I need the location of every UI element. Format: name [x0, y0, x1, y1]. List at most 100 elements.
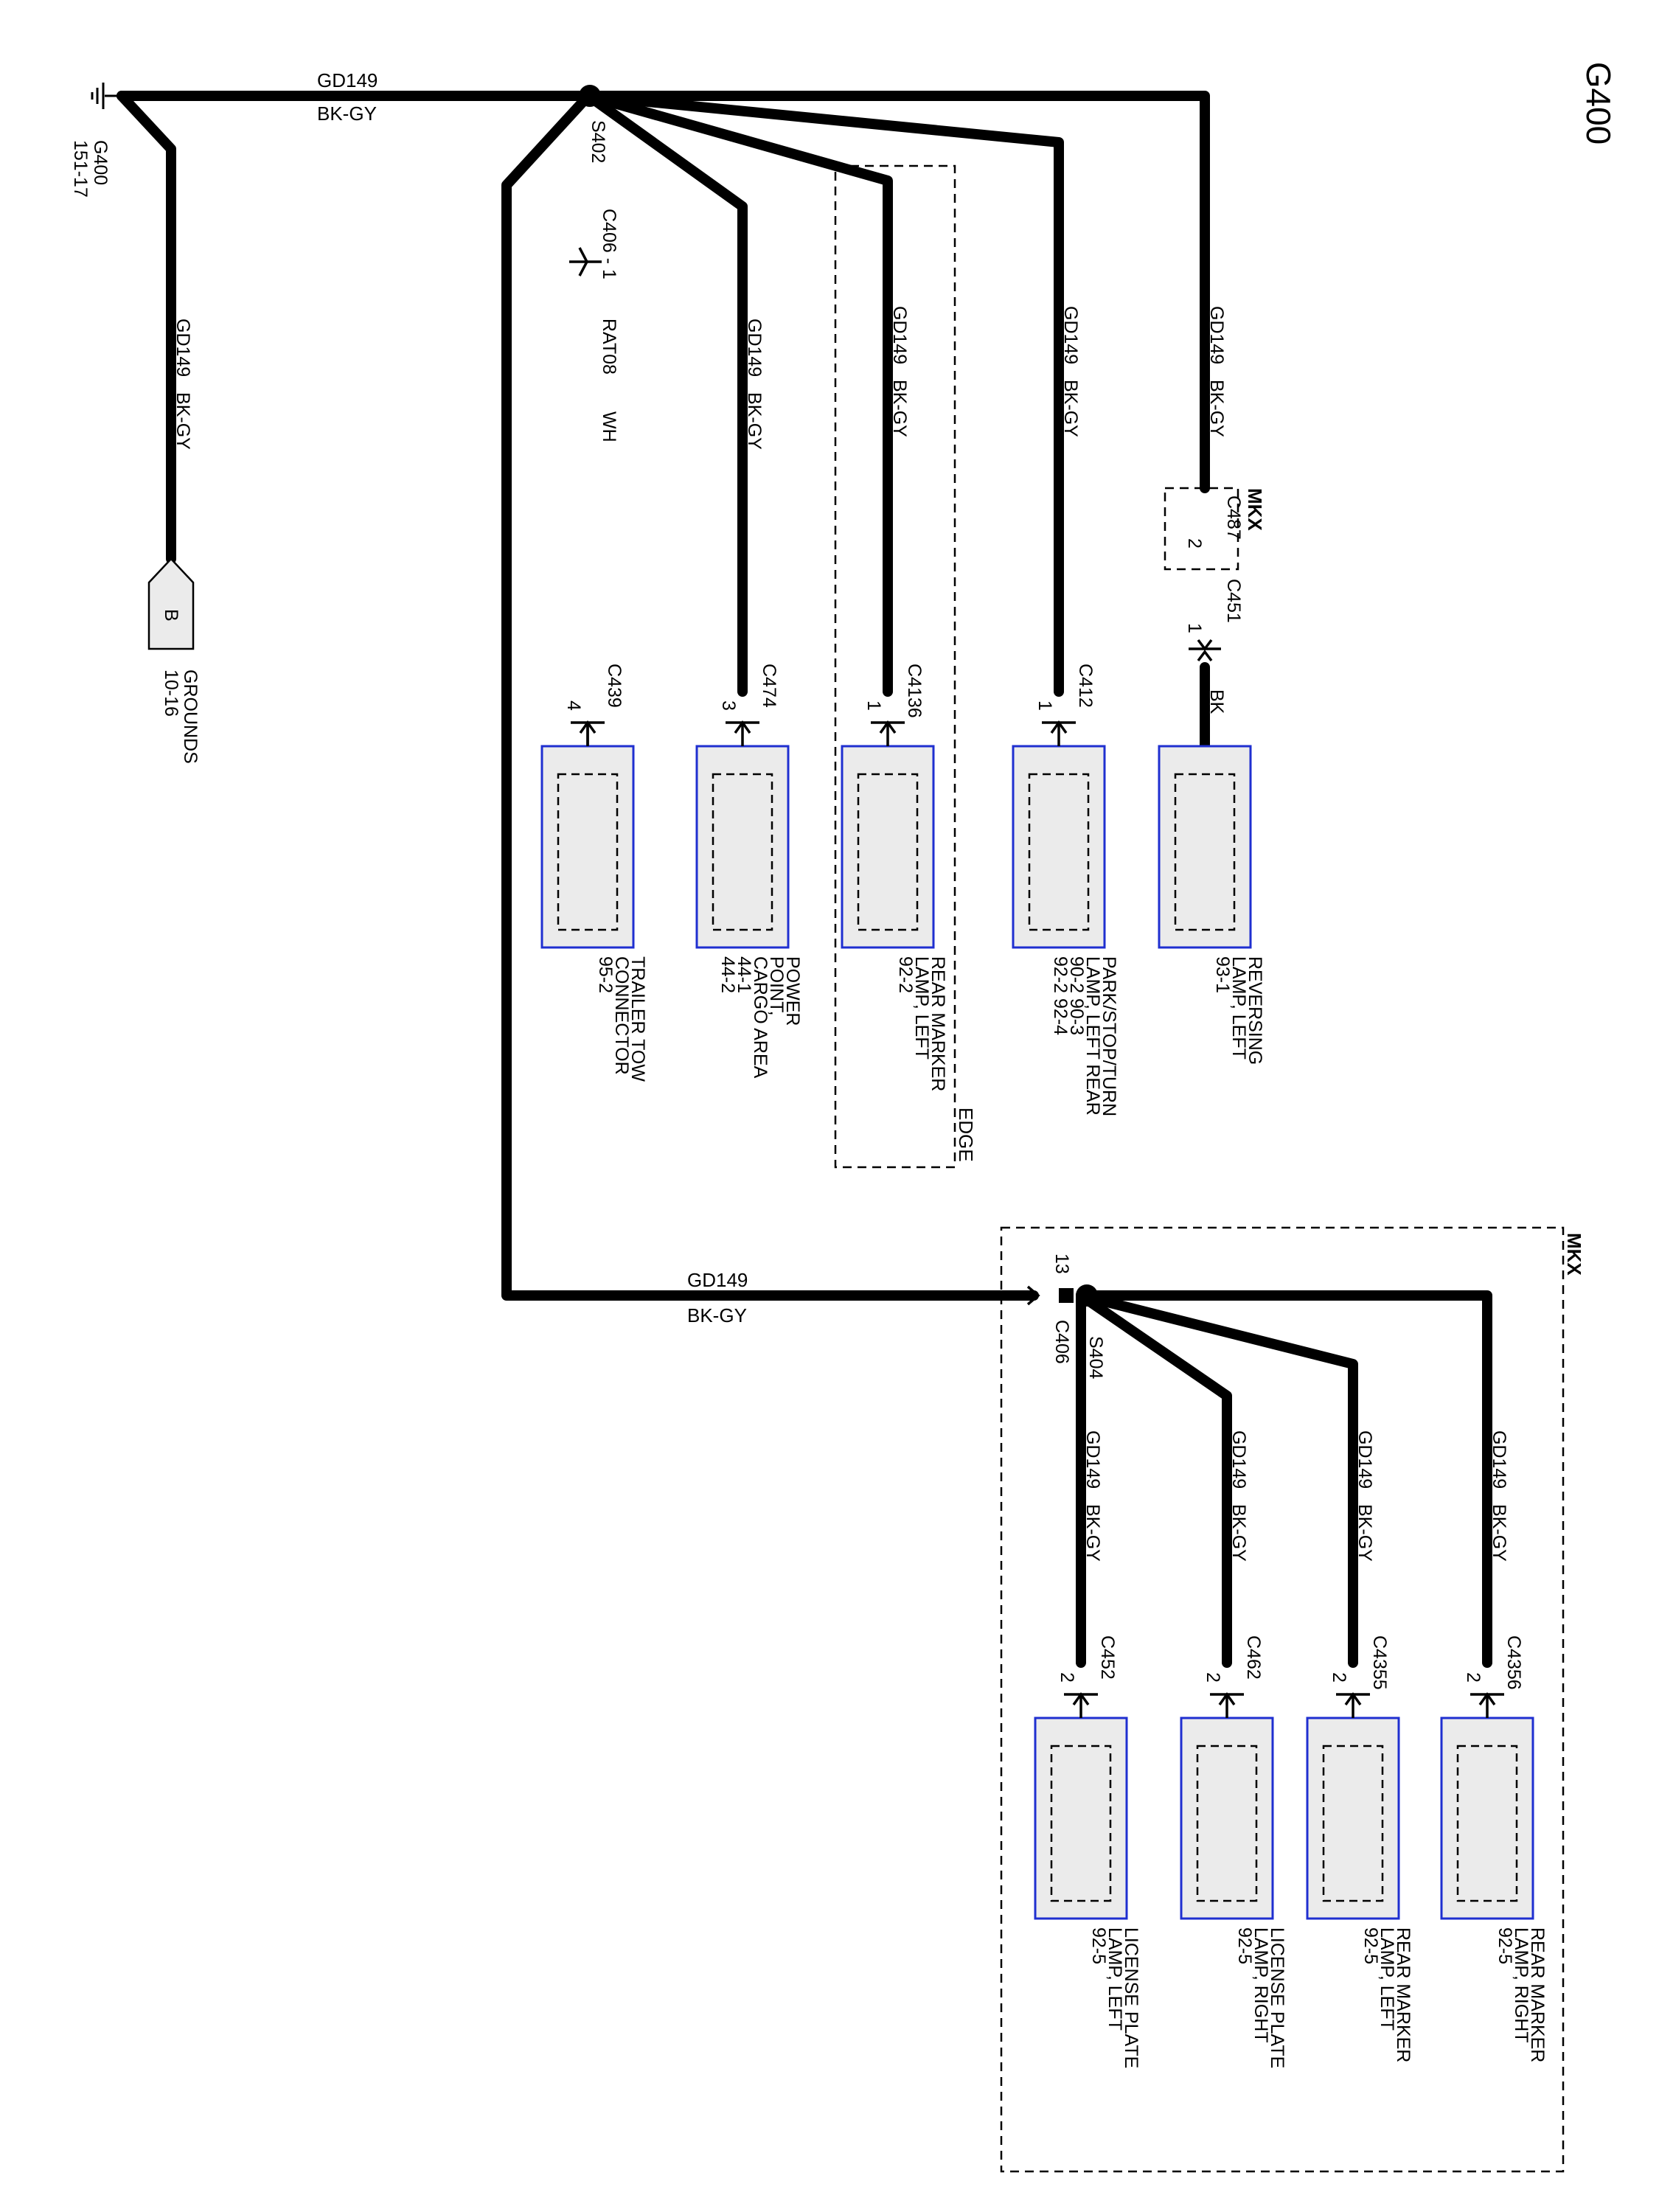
mkx-option-box: [1000, 1226, 1565, 2173]
wire-label-c462: GD149 BK-GY: [1228, 1430, 1249, 1562]
c487-option-box: [1164, 487, 1239, 571]
component-label-line: 92-5: [1234, 1927, 1255, 1964]
wire-label-c4356: GD149 BK-GY: [1489, 1430, 1509, 1562]
component-box: [1306, 1717, 1400, 1920]
component-label-line: LAMP, LEFT REAR: [1082, 956, 1103, 1116]
splice-s402: [579, 85, 601, 107]
wire-label-c4355: GD149 BK-GY: [1354, 1430, 1375, 1562]
component-label-line: LICENSE PLATE: [1267, 1927, 1287, 2068]
component-label-line: REVERSING: [1245, 956, 1265, 1065]
pin-label: 3: [718, 700, 739, 711]
component-label-line: LAMP, RIGHT: [1251, 1927, 1271, 2043]
component-inner-outline: [1196, 1745, 1258, 1902]
c406-lower-connector: C406: [1051, 1320, 1072, 1364]
splice-s402-label: S402: [588, 120, 608, 163]
wire-to-c412: [583, 91, 1064, 697]
wire-to-c451: [583, 91, 1210, 493]
component-box: [841, 745, 935, 949]
wire-bottom-color: BK-GY: [687, 1304, 747, 1326]
edge-label: EDGE: [955, 1107, 977, 1162]
component-label-line: LAMP, LEFT: [1105, 1927, 1125, 2031]
component-label-line: POINT,: [766, 956, 787, 1016]
component-label-line: 92-2: [895, 956, 916, 993]
connector-label: C462: [1243, 1635, 1264, 1680]
pin-label: 1: [863, 700, 884, 711]
component-label-line: LICENSE PLATE: [1121, 1927, 1141, 2068]
c451-connector: C451: [1223, 579, 1244, 623]
wire-to-c4356: [1076, 1290, 1492, 1668]
component-label-line: TRAILER TOW: [627, 956, 648, 1082]
main-wire-circuit: GD149: [317, 69, 378, 91]
component-box: [1012, 745, 1106, 949]
c406-lower-connector-icon: [1026, 1285, 1074, 1306]
component-inner-outline: [857, 773, 919, 931]
pin-label: 4: [563, 700, 584, 711]
component-label-line: REAR MARKER: [928, 956, 948, 1091]
connector-label: C439: [604, 664, 625, 708]
c487-option: MKX: [1244, 488, 1266, 531]
component-inner-outline: [712, 773, 773, 931]
component-inner-outline: [1456, 1745, 1518, 1902]
component-label-line: CARGO AREA: [750, 956, 771, 1079]
pin-label: 1: [1034, 700, 1055, 711]
component-label-line: 93-1: [1212, 956, 1233, 993]
wire-to-c4136: [583, 91, 893, 697]
component-inner-outline: [557, 773, 619, 931]
grounds-ref-page: 10-16: [161, 669, 181, 717]
connector-icon: [871, 720, 905, 746]
component-label-line: LAMP, LEFT: [1377, 1927, 1397, 2031]
connector-label: C4355: [1369, 1635, 1390, 1690]
mkx-label: MKX: [1563, 1233, 1585, 1276]
component-box: [1180, 1717, 1274, 1920]
component-box: [1158, 745, 1252, 949]
connector-icon: [1042, 720, 1076, 746]
ground-symbol: [91, 83, 122, 109]
component-label-line: LAMP, LEFT: [1228, 956, 1249, 1060]
component-label-line: 92-2 92-4: [1050, 956, 1071, 1035]
connector-icon: [1064, 1691, 1098, 1718]
component-label-line: 95-2: [595, 956, 616, 993]
pin-label: 2: [1203, 1672, 1223, 1683]
component-label-line: 92-5: [1088, 1927, 1109, 1964]
component-label-line: LAMP, LEFT: [911, 956, 932, 1060]
wire-to-c462: [1076, 1290, 1232, 1668]
connector-label: C474: [759, 664, 779, 708]
connector-label: C412: [1075, 664, 1096, 708]
c406-lower-pin: 13: [1051, 1253, 1072, 1274]
ground-name: G400: [90, 140, 111, 185]
c451-pin: 1: [1184, 623, 1205, 633]
pin-label: 2: [1057, 1672, 1077, 1683]
wire-to-grounds: [116, 91, 176, 564]
component-box: [540, 745, 635, 949]
component-label-line: REAR MARKER: [1393, 1927, 1413, 2062]
wire-to-s404: [501, 91, 1039, 1301]
component-label-line: 44-1: [734, 956, 754, 993]
rat08-circuit: RAT08: [599, 319, 619, 375]
component-label-line: 44-2: [717, 956, 738, 993]
connector-icon: [1470, 1691, 1504, 1718]
connector-label: C452: [1097, 1635, 1118, 1680]
component-label-line: 92-5: [1360, 1927, 1381, 1964]
component-inner-outline: [1050, 1745, 1112, 1902]
component-label-line: 92-5: [1495, 1927, 1515, 1964]
component-inner-outline: [1028, 773, 1090, 931]
pin-label: 2: [1463, 1672, 1484, 1683]
wire-bottom-circuit: GD149: [687, 1269, 748, 1291]
component-label-line: POWER: [782, 956, 803, 1026]
wire-label-c412: GD149 BK-GY: [1060, 306, 1081, 437]
connector-icon: [726, 720, 759, 746]
c487-connector: C487: [1223, 495, 1244, 540]
wire-label-c451: GD149 BK-GY: [1206, 306, 1227, 437]
grounds-ref-letter: B: [161, 609, 181, 622]
wire-label-grounds: GD149 BK-GY: [173, 319, 193, 450]
component-label-line: 90-2 90-3: [1066, 956, 1087, 1035]
component-label-line: LAMP, RIGHT: [1511, 1927, 1531, 2043]
